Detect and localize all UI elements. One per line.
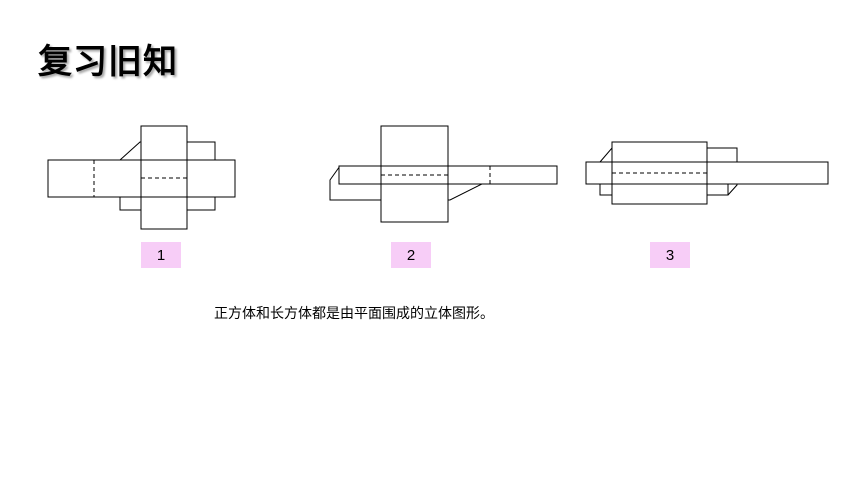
net-figure-1 (47, 125, 236, 230)
caption-text: 正方体和长方体都是由平面围成的立体图形。 (214, 306, 494, 322)
figure-label-3: 3 (650, 242, 690, 268)
slide-title: 复习旧知 (38, 42, 178, 82)
figure-label-2: 2 (391, 242, 431, 268)
net-figure-2 (329, 125, 558, 223)
net-figure-3 (585, 141, 829, 205)
figure-label-1: 1 (141, 242, 181, 268)
